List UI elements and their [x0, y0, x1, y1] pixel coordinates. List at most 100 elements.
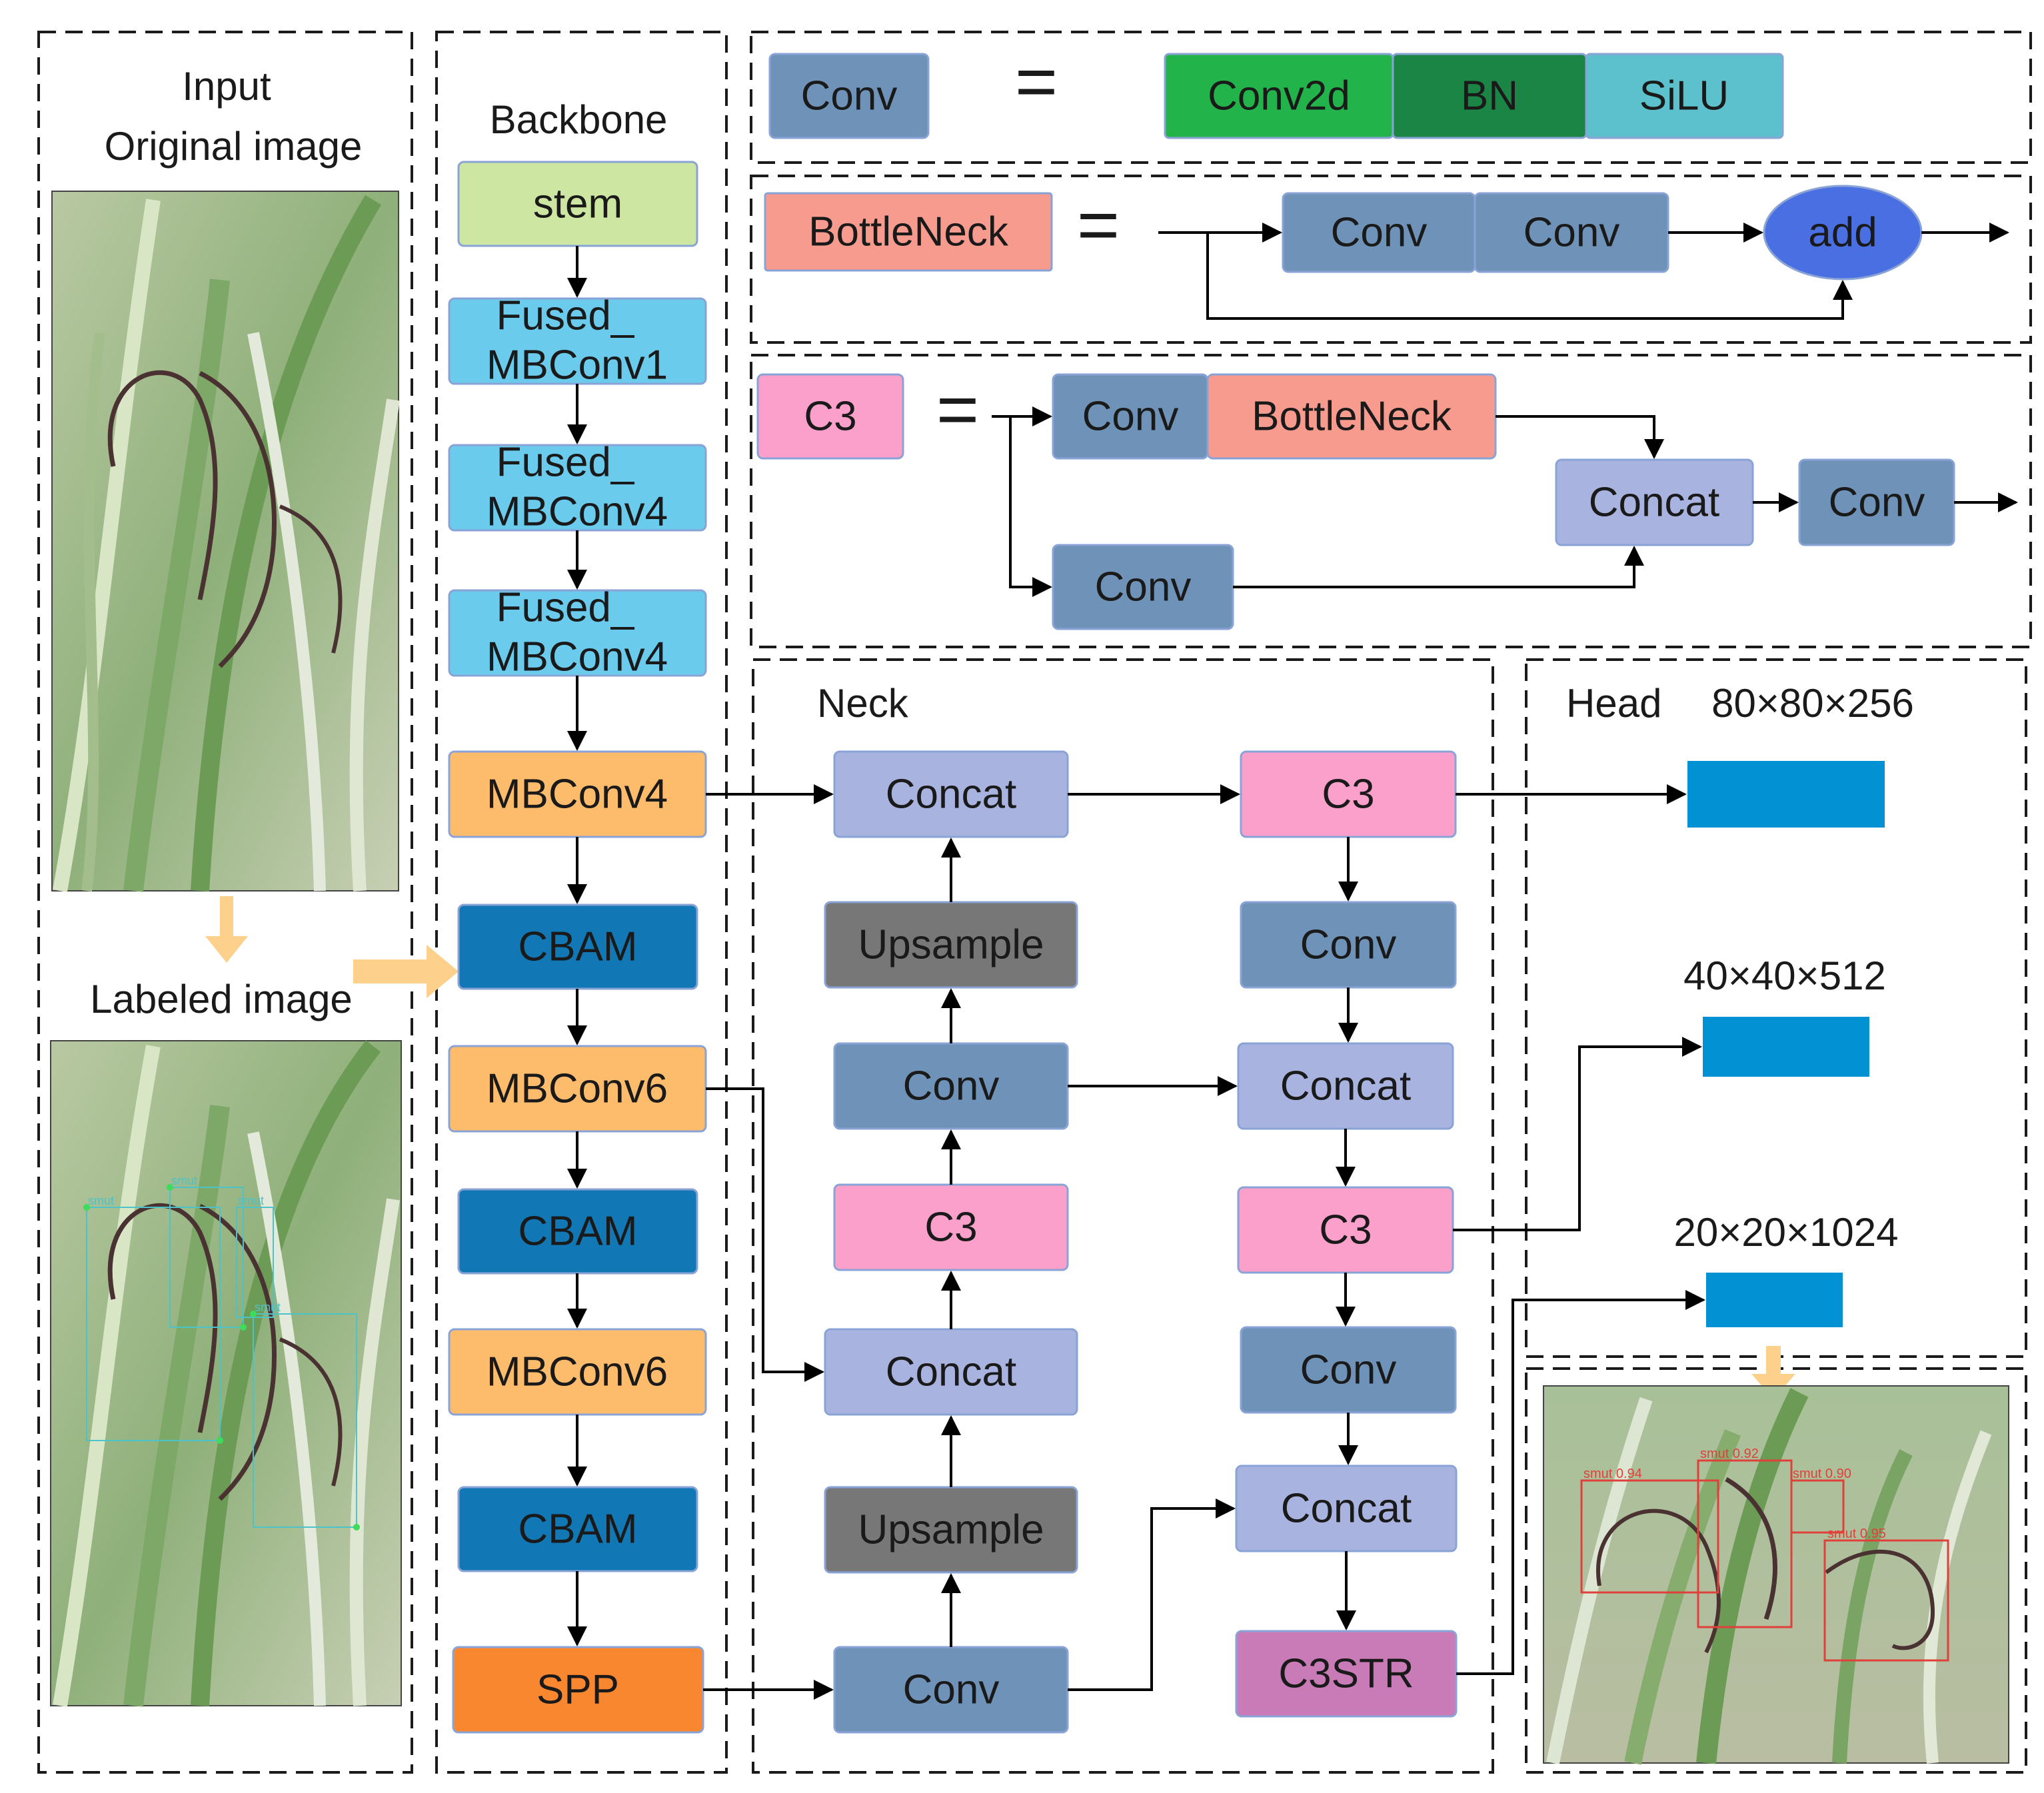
cbam-block-2: CBAM: [457, 1188, 698, 1275]
bn-block: BN: [1392, 53, 1587, 139]
labeled-image-label: Labeled image: [90, 977, 353, 1021]
svg-text:BottleNeck: BottleNeck: [808, 209, 1009, 255]
svg-text:Fused_: Fused_: [497, 440, 635, 486]
neck-c3str: C3STR: [1235, 1630, 1458, 1718]
neck-conv-bottom: Conv: [833, 1646, 1069, 1734]
conv-def-block: Conv: [768, 53, 930, 139]
svg-text:Conv: Conv: [1331, 210, 1428, 256]
svg-text:Concat: Concat: [1280, 1063, 1411, 1109]
input-label: Input: [182, 64, 271, 109]
original-image: [51, 191, 400, 892]
svg-text:Conv: Conv: [1524, 210, 1620, 256]
bottleneck-conv-2: Conv: [1474, 192, 1669, 273]
neck-conv-right-1: Conv: [1240, 901, 1457, 989]
silu-block: SiLU: [1585, 53, 1784, 139]
detection-label-2: smut 0.92: [1700, 1447, 1759, 1461]
svg-text:C3: C3: [804, 394, 856, 440]
svg-text:BN: BN: [1461, 73, 1518, 119]
neck-frame: [752, 658, 1494, 1774]
bottleneck-def-frame: [750, 175, 2032, 344]
svg-text:SPP: SPP: [536, 1667, 619, 1713]
backbone-frame: [435, 31, 728, 1774]
neck-c3-left: C3: [833, 1183, 1069, 1271]
svg-text:MBConv6: MBConv6: [487, 1066, 668, 1112]
detection-label-1: smut 0.94: [1583, 1467, 1642, 1481]
head-output-2: [1703, 1017, 1869, 1077]
neck-concat-right-2: Concat: [1235, 1465, 1458, 1552]
svg-text:MBConv1: MBConv1: [487, 342, 668, 388]
stem-block: stem: [457, 161, 698, 247]
svg-text:Upsample: Upsample: [858, 922, 1044, 968]
original-image-label: Original image: [105, 124, 363, 169]
bottleneck-arrows: [1158, 223, 2009, 320]
fused-mbconv4-block-2: Fused_ MBConv4: [448, 585, 707, 680]
labeled-tag-2: smut: [171, 1174, 197, 1187]
labeled-tag-1: smut: [88, 1194, 114, 1207]
detection-label-4: smut 0.95: [1827, 1526, 1886, 1541]
svg-text:Fused_: Fused_: [497, 293, 635, 339]
mbconv4-block: MBConv4: [448, 750, 707, 838]
svg-text:Conv: Conv: [903, 1667, 1000, 1713]
c3-conv-2: Conv: [1052, 544, 1234, 630]
equals-sign-1: =: [1015, 41, 1058, 123]
svg-text:Conv: Conv: [801, 73, 898, 119]
fused-mbconv4-block-1: Fused_ MBConv4: [448, 440, 707, 535]
head-output-label-1: 80×80×256: [1711, 681, 1914, 726]
c3-concat: Concat: [1555, 458, 1754, 546]
svg-text:Conv: Conv: [903, 1063, 1000, 1109]
svg-text:C3: C3: [1319, 1207, 1372, 1253]
svg-text:Concat: Concat: [1281, 1486, 1412, 1532]
backbone-label: Backbone: [490, 97, 668, 142]
neck-upsample-1: Upsample: [824, 901, 1078, 989]
add-node: add: [1763, 185, 1923, 281]
head-output-3: [1706, 1273, 1843, 1327]
svg-text:SiLU: SiLU: [1639, 73, 1729, 119]
c3-conv-out: Conv: [1798, 458, 1955, 546]
svg-text:Fused_: Fused_: [497, 585, 635, 631]
labeled-tag-4: smut: [255, 1301, 281, 1314]
svg-text:Conv: Conv: [1829, 480, 1925, 526]
cbam-block-3: CBAM: [457, 1486, 698, 1572]
equals-sign-3: =: [936, 368, 979, 450]
svg-text:Conv2d: Conv2d: [1208, 73, 1350, 119]
neck-c3-top: C3: [1240, 750, 1457, 838]
flow-arrow-right: [353, 945, 459, 998]
svg-text:MBConv4: MBConv4: [487, 489, 668, 535]
svg-text:MBConv4: MBConv4: [487, 634, 668, 680]
svg-text:Concat: Concat: [886, 1349, 1016, 1395]
head-label: Head: [1566, 681, 1661, 726]
bottleneck-def-block: BottleNeck: [764, 192, 1053, 272]
svg-text:Upsample: Upsample: [858, 1507, 1044, 1553]
svg-text:CBAM: CBAM: [518, 1506, 637, 1552]
c3-conv-1: Conv: [1052, 373, 1209, 460]
detection-result-image: smut 0.94 smut 0.92 smut 0.90 smut 0.95: [1543, 1385, 2009, 1765]
head-output-label-3: 20×20×1024: [1673, 1210, 1898, 1255]
neck-label: Neck: [817, 681, 909, 726]
flow-arrow-down: [205, 896, 248, 963]
conv2d-block: Conv2d: [1164, 53, 1394, 139]
section-frames: [37, 31, 2032, 1774]
cbam-block-1: CBAM: [457, 903, 698, 990]
mbconv6-block-1: MBConv6: [448, 1045, 707, 1133]
mbconv6-block-2: MBConv6: [448, 1328, 707, 1416]
neck-concat-top: Concat: [833, 750, 1069, 838]
svg-text:Concat: Concat: [1589, 480, 1719, 526]
svg-text:BottleNeck: BottleNeck: [1252, 394, 1452, 440]
fused-mbconv1-block: Fused_ MBConv1: [448, 293, 707, 388]
detection-label-3: smut 0.90: [1793, 1467, 1851, 1481]
neck-conv-right-2: Conv: [1240, 1326, 1457, 1414]
head-arrows: [1453, 784, 1705, 1675]
equals-sign-2: =: [1077, 184, 1120, 266]
neck-concat-right-1: Concat: [1237, 1042, 1454, 1130]
labeled-tag-3: smut: [238, 1194, 264, 1207]
head-output-1: [1687, 761, 1885, 828]
svg-text:Concat: Concat: [886, 772, 1016, 818]
c3-arrows: [992, 406, 2018, 597]
labeled-image: smut smut smut smut: [50, 1040, 402, 1707]
neck-concat-left: Concat: [824, 1328, 1078, 1416]
head-output-label-2: 40×40×512: [1683, 953, 1886, 998]
svg-text:C3: C3: [1322, 772, 1374, 818]
conv-def-frame: [750, 31, 2032, 164]
svg-text:stem: stem: [533, 181, 622, 227]
